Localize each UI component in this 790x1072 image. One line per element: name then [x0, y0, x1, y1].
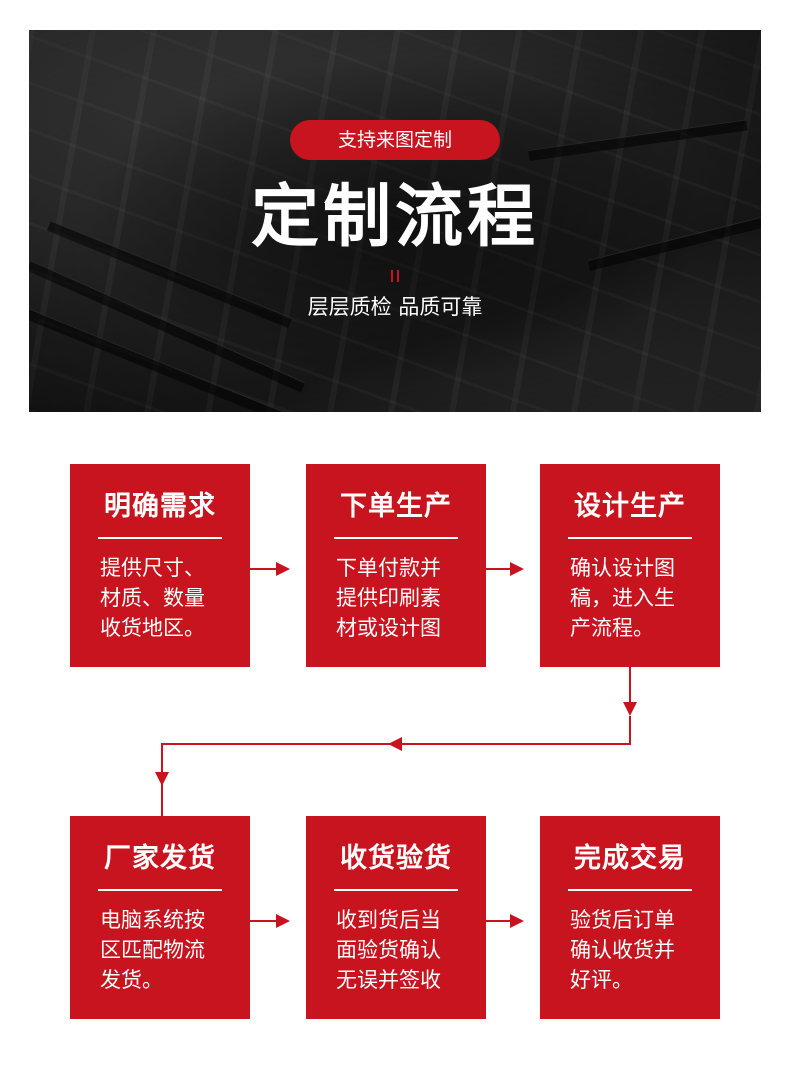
step-card-complete: 完成交易 验货后订单 确认收货并 好评。 [540, 816, 720, 1019]
step-divider [98, 537, 222, 539]
step-description: 确认设计图 稿，进入生 产流程。 [570, 556, 675, 640]
step-divider [334, 537, 458, 539]
arrow-right-icon [276, 562, 290, 576]
step-description: 提供尺寸、 材质、数量 收货地区。 [100, 556, 205, 640]
step-description: 验货后订单 确认收货并 好评。 [570, 908, 675, 992]
arrow-right-icon [276, 914, 290, 928]
step-divider [334, 889, 458, 891]
banner-shade [29, 30, 761, 412]
step-card-shipping: 厂家发货 电脑系统按 区匹配物流 发货。 [70, 816, 250, 1019]
step-title: 收货验货 [340, 843, 452, 874]
arrow-right-icon [510, 914, 524, 928]
step-card-requirements: 明确需求 提供尺寸、 材质、数量 收货地区。 [70, 464, 250, 667]
arrow-down-icon [155, 772, 169, 786]
step-title: 明确需求 [104, 491, 216, 522]
page-subtitle: 层层质检 品质可靠 [307, 295, 483, 319]
step-description: 电脑系统按 区匹配物流 发货。 [100, 908, 205, 992]
step-divider [568, 889, 692, 891]
arrow-right-icon [510, 562, 524, 576]
step-divider [98, 889, 222, 891]
step-description: 下单付款并 提供印刷素 材或设计图 [336, 556, 441, 640]
step-title: 厂家发货 [104, 843, 216, 874]
hero-banner [29, 30, 761, 412]
step-title: 设计生产 [574, 491, 686, 522]
step-title: 完成交易 [574, 843, 686, 874]
page-title: 定制流程 [250, 178, 539, 257]
step-card-design: 设计生产 确认设计图 稿，进入生 产流程。 [540, 464, 720, 667]
arrow-down-icon [623, 702, 637, 716]
title-divider-mark [391, 270, 399, 282]
step-title: 下单生产 [340, 491, 452, 522]
arrow-line [395, 716, 631, 745]
step-card-order: 下单生产 下单付款并 提供印刷素 材或设计图 [306, 464, 486, 667]
arrow-line [161, 743, 395, 776]
step-description: 收到货后当 面验货确认 无误并签收 [336, 908, 441, 992]
arrow-left-icon [388, 737, 402, 751]
step-card-inspection: 收货验货 收到货后当 面验货确认 无误并签收 [306, 816, 486, 1019]
step-divider [568, 537, 692, 539]
custom-drawing-badge: 支持来图定制 [290, 120, 500, 160]
